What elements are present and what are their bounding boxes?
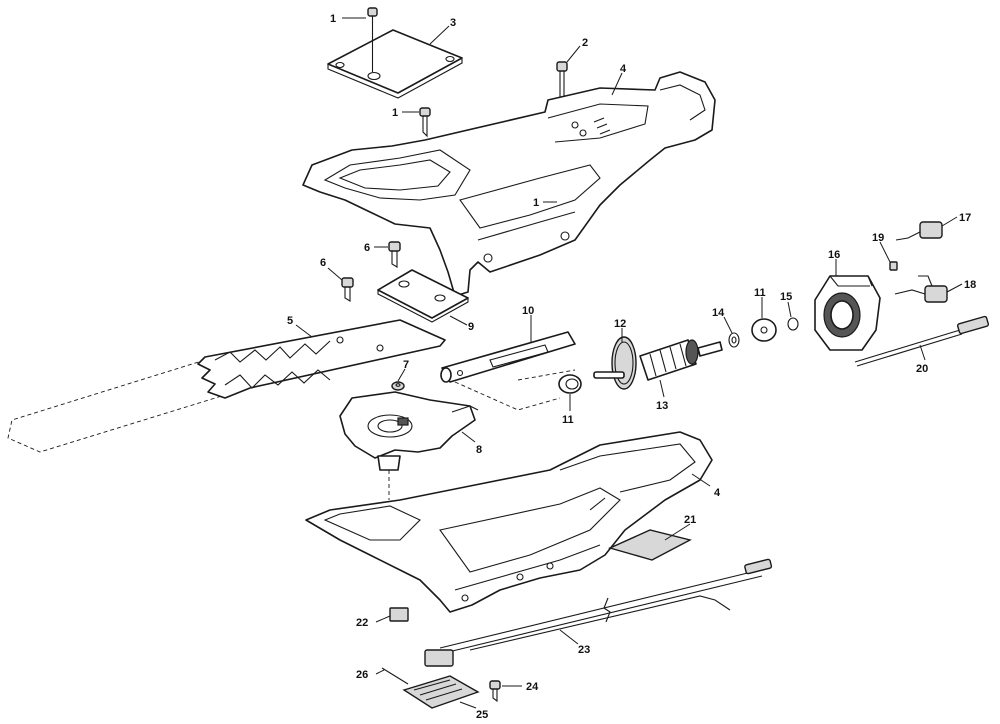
callout-11-upper: 11 xyxy=(754,287,766,299)
cam-part-11-lower xyxy=(558,374,582,394)
callout-6-right: 6 xyxy=(364,242,370,254)
callout-7: 7 xyxy=(403,359,409,371)
callout-13: 13 xyxy=(656,400,668,412)
callout-20: 20 xyxy=(916,363,928,375)
switch-rod-part-23 xyxy=(424,558,773,667)
brush-holder-part-17 xyxy=(895,221,943,241)
callout-18: 18 xyxy=(964,279,976,291)
assembly-guide-rod xyxy=(454,381,561,411)
trigger-part-25 xyxy=(402,675,480,709)
callout-21: 21 xyxy=(684,514,696,526)
gear-housing-part-8 xyxy=(339,391,479,500)
cover-plate-part-3 xyxy=(327,29,463,99)
label-part-21 xyxy=(607,529,692,561)
callout-25: 25 xyxy=(476,709,488,721)
callout-2: 2 xyxy=(582,37,588,49)
screw-part-1-top xyxy=(367,7,378,72)
screw-part-24 xyxy=(489,680,501,703)
callout-8: 8 xyxy=(476,444,482,456)
callout-numbers: 1 2 3 4 1 1 6 6 5 9 10 12 11 15 16 19 17… xyxy=(287,13,976,721)
callout-12: 12 xyxy=(614,318,626,330)
callout-11-lower: 11 xyxy=(562,414,574,426)
terminal-part-19 xyxy=(889,261,898,271)
callout-19: 19 xyxy=(872,232,884,244)
callout-14: 14 xyxy=(712,307,725,319)
callout-4-upper: 4 xyxy=(620,63,627,75)
fan-part-11-upper xyxy=(751,318,777,342)
callout-6-left: 6 xyxy=(320,257,326,269)
callout-23: 23 xyxy=(578,644,590,656)
gear-part-12 xyxy=(593,336,637,390)
lead-wire-part-20 xyxy=(854,315,990,367)
screw-part-1-mid xyxy=(419,107,431,138)
screw-part-6-left xyxy=(341,277,354,302)
brush-holder-part-18 xyxy=(894,275,948,303)
callout-1-mid: 1 xyxy=(392,107,398,119)
connecting-rod-part-10 xyxy=(440,331,576,383)
callout-26: 26 xyxy=(356,669,368,681)
callout-10: 10 xyxy=(522,305,534,317)
callout-1-lower: 1 xyxy=(533,197,539,209)
blade-part-5 xyxy=(7,319,446,453)
callout-9: 9 xyxy=(468,321,474,333)
plate-part-9 xyxy=(377,269,469,323)
lower-housing-part-4 xyxy=(305,431,713,613)
field-coil-part-16 xyxy=(814,275,881,351)
callout-16: 16 xyxy=(828,249,840,261)
callout-22: 22 xyxy=(356,617,368,629)
callout-4-lower: 4 xyxy=(714,487,721,499)
assembly-guide-rod-2 xyxy=(517,369,576,381)
armature-part-13 xyxy=(639,339,723,381)
clip-part-15 xyxy=(787,317,799,331)
callout-15: 15 xyxy=(780,291,792,303)
nut-part-7 xyxy=(391,381,405,391)
callout-leaders xyxy=(295,17,963,709)
screw-part-6-right xyxy=(388,241,401,268)
callout-3: 3 xyxy=(450,17,456,29)
pin-part-26 xyxy=(381,667,409,685)
callout-1-top: 1 xyxy=(330,13,336,25)
callout-17: 17 xyxy=(959,212,971,224)
label-part-22 xyxy=(389,607,409,622)
callout-5: 5 xyxy=(287,315,293,327)
callout-24: 24 xyxy=(526,681,539,693)
upper-housing-part-4 xyxy=(302,71,716,297)
washer-part-14 xyxy=(728,332,740,348)
